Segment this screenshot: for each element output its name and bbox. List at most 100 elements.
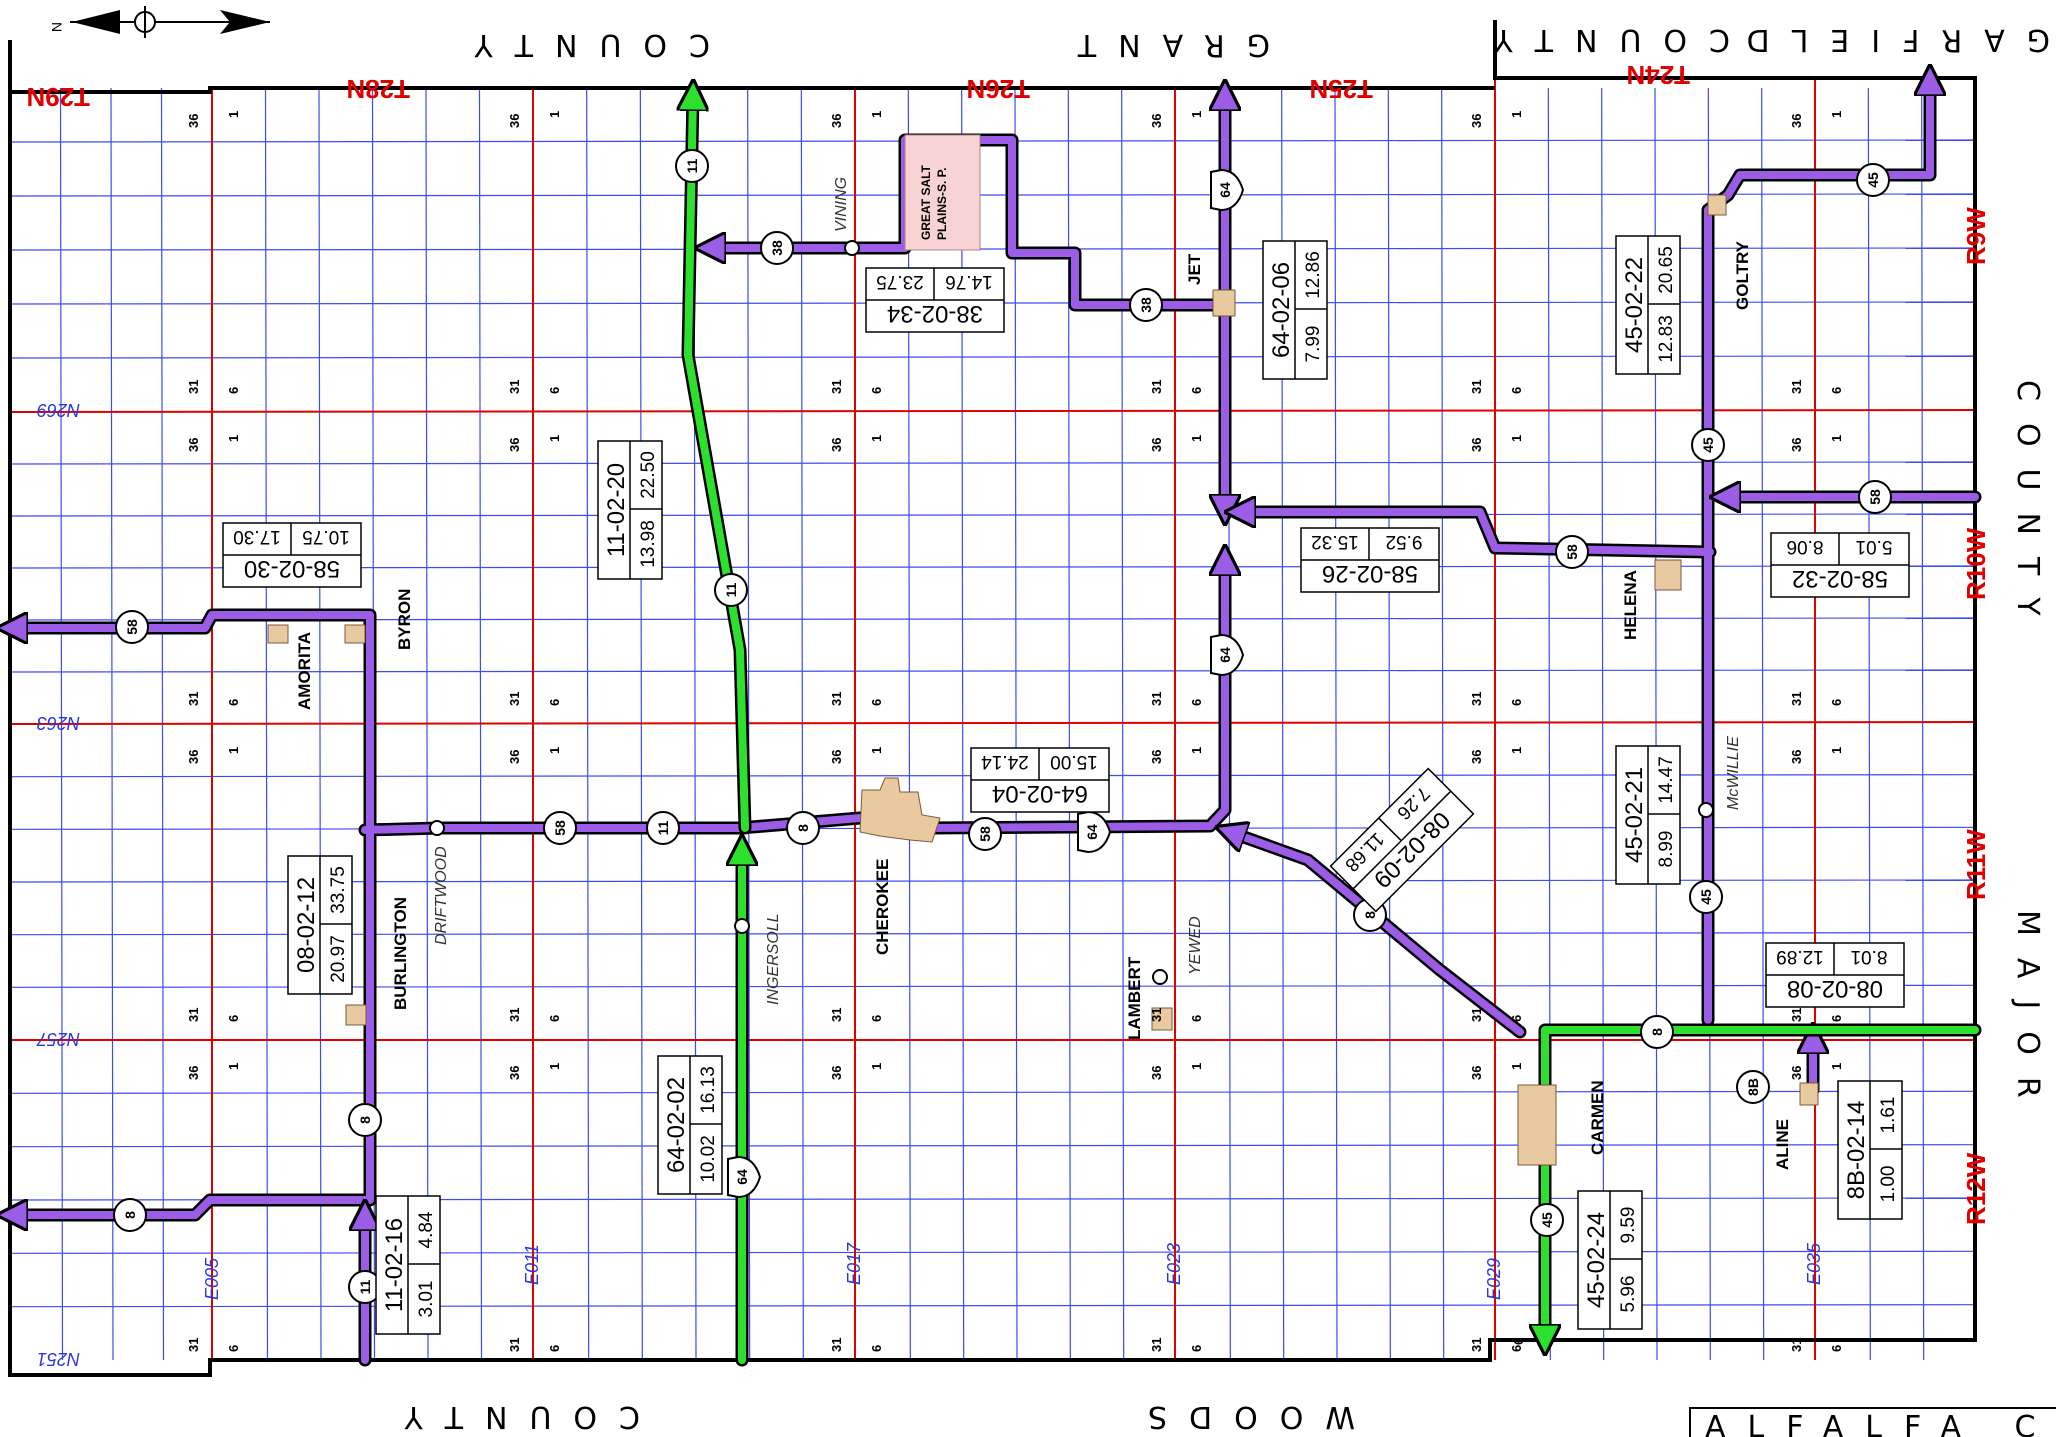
township-t28n: T28N <box>346 74 410 104</box>
section-number: 1 <box>869 435 884 442</box>
svg-text:11: 11 <box>723 582 739 597</box>
town-burlington: BURLINGTON <box>391 897 410 1010</box>
svg-text:58: 58 <box>1867 489 1883 505</box>
section-number: 36 <box>507 114 522 128</box>
section-number: 36 <box>186 438 201 452</box>
section-number: 1 <box>1829 111 1844 118</box>
route-45-shield: 45 <box>1856 163 1890 197</box>
section-number: 31 <box>186 380 201 394</box>
great-salt-plains-park <box>904 134 981 251</box>
control-section-end: 14.47 <box>1656 756 1677 804</box>
garfield-county-word-left: COUNTY <box>1472 22 1730 57</box>
section-number: 36 <box>1789 114 1804 128</box>
section-number: 1 <box>1829 747 1844 754</box>
garfield-county-word-right: GARFIELD <box>1725 22 2051 57</box>
range-labels: R9W R10W R11W R12W <box>1961 207 1991 1225</box>
county-boundary <box>8 20 1977 1377</box>
route-58-shield: 58 <box>968 817 1002 851</box>
burlington-area <box>345 1004 367 1026</box>
route-58-shield: 58 <box>115 610 149 644</box>
section-number: 6 <box>226 1345 241 1352</box>
place-yewed: YEWED <box>1187 916 1204 975</box>
control-section-58-02-32: 58-02-325.018.06 <box>1770 532 1910 598</box>
section-number: 6 <box>547 1015 562 1022</box>
route-11-shield: 11 <box>675 149 709 183</box>
svg-text:45: 45 <box>1865 172 1881 188</box>
place-driftwood: DRIFTWOOD <box>433 846 450 945</box>
section-number: 36 <box>1789 750 1804 764</box>
section-number: 31 <box>829 1338 844 1352</box>
control-section-id: 64-02-06 <box>1268 262 1295 358</box>
section-number: 31 <box>507 380 522 394</box>
place-ingersoll: INGERSOLL <box>765 913 782 1005</box>
control-section-id: 8B-02-14 <box>1843 1101 1870 1200</box>
control-section-end: 4.84 <box>416 1211 437 1248</box>
goltry-area <box>1707 194 1727 216</box>
svg-text:45: 45 <box>1698 889 1714 905</box>
svg-text:11: 11 <box>357 1279 373 1294</box>
section-number: 36 <box>507 438 522 452</box>
control-section-end: 20.65 <box>1656 246 1677 294</box>
svg-text:11: 11 <box>684 158 700 173</box>
section-number: 1 <box>226 435 241 442</box>
route-38-shield: 38 <box>760 231 794 265</box>
east-label-e017: E017 <box>844 1242 864 1285</box>
section-number: 1 <box>547 747 562 754</box>
byron-area <box>344 624 366 644</box>
section-number: 6 <box>1189 1345 1204 1352</box>
section-number: 31 <box>507 1338 522 1352</box>
north-label-n263: N263 <box>37 713 80 733</box>
section-number: 31 <box>1789 1008 1804 1022</box>
section-number: 1 <box>547 111 562 118</box>
grid-coordinate-labels: N269 N263 N257 N251 E005 E011 E017 E023 … <box>36 400 1824 1369</box>
section-number: 36 <box>1469 114 1484 128</box>
control-section-end: 33.75 <box>328 866 349 914</box>
control-section-id: 45-02-24 <box>1583 1212 1610 1308</box>
control-section-end: 8.06 <box>1787 536 1824 557</box>
section-number: 1 <box>226 1063 241 1070</box>
section-number: 6 <box>869 699 884 706</box>
control-section-begin: 12.83 <box>1656 315 1677 363</box>
section-number: 36 <box>829 750 844 764</box>
control-section-begin: 15.00 <box>1050 751 1098 772</box>
section-number: 6 <box>1829 1345 1844 1352</box>
section-number: 36 <box>186 114 201 128</box>
svg-text:8: 8 <box>357 1116 373 1124</box>
range-r12w: R12W <box>1961 1152 1991 1225</box>
svg-text:58: 58 <box>977 826 993 842</box>
svg-text:8: 8 <box>1362 911 1378 919</box>
place-mcwillie: McWILLIE <box>1725 736 1742 810</box>
control-section-id: 45-02-22 <box>1621 257 1648 353</box>
section-number: 6 <box>1509 699 1524 706</box>
township-t26n: T26N <box>966 74 1030 104</box>
east-label-e011: E011 <box>522 1244 542 1285</box>
control-section-id: 45-02-21 <box>1621 767 1648 863</box>
section-number: 6 <box>869 1345 884 1352</box>
control-section-begin: 5.96 <box>1618 1276 1639 1313</box>
amorita-area <box>267 624 289 644</box>
section-number: 6 <box>547 1345 562 1352</box>
section-number: 31 <box>1149 1008 1164 1022</box>
section-number: 1 <box>1509 747 1524 754</box>
jet-area <box>1212 289 1236 317</box>
section-number: 6 <box>1829 699 1844 706</box>
section-number: 31 <box>1789 692 1804 706</box>
control-section-id: 08-02-08 <box>1787 975 1883 1002</box>
section-number: 1 <box>1509 1063 1524 1070</box>
section-number: 36 <box>829 114 844 128</box>
town-areas <box>267 134 1819 1166</box>
north-label-n251: N251 <box>37 1349 80 1369</box>
svg-text:45: 45 <box>1539 1212 1555 1228</box>
route-58-shield: 58 <box>1555 535 1589 569</box>
east-label-e035: E035 <box>1804 1242 1824 1285</box>
route-38-shield: 38 <box>1129 288 1163 322</box>
control-section-end: 24.14 <box>981 751 1029 772</box>
section-number: 31 <box>1149 380 1164 394</box>
control-section-begin: 14.76 <box>945 271 993 292</box>
north-arrow-icon: N <box>49 6 270 38</box>
section-number: 31 <box>1469 380 1484 394</box>
